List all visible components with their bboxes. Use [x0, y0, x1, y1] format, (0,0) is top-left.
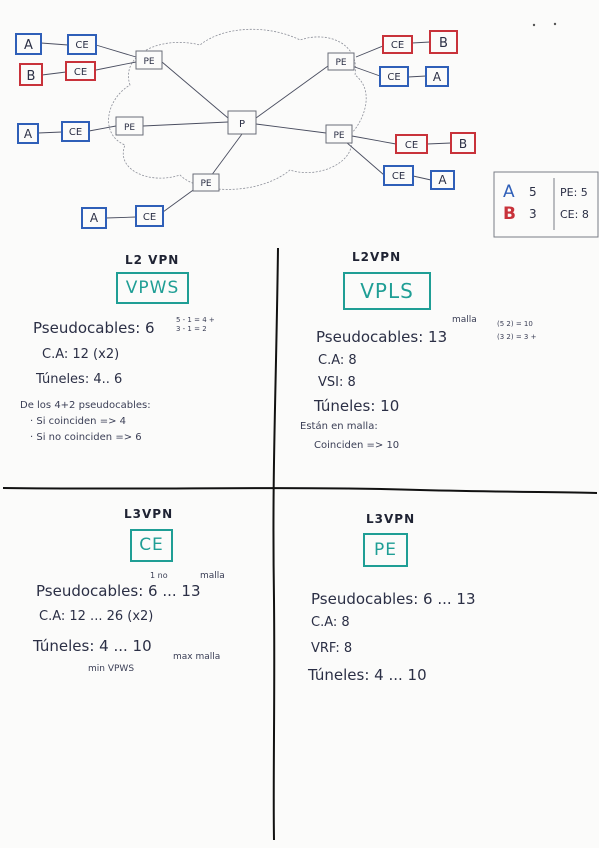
site-a-node [81, 207, 107, 229]
site-a-node [430, 170, 455, 190]
q2-vsi: VSI: 8 [318, 375, 356, 390]
network-cloud [108, 28, 367, 190]
ink-dot [532, 23, 536, 27]
q1-note: · Si no coinciden => 6 [30, 432, 142, 443]
site-a-label: A [90, 211, 99, 225]
q2-heading: L2VPN [352, 250, 402, 264]
site-a-label: A [24, 127, 33, 141]
pe-label: PE [124, 123, 135, 133]
q4-vrf: VRF: 8 [311, 641, 353, 656]
pe-node [327, 52, 355, 71]
links [37, 41, 452, 219]
q2-formula: (5 2) = 10 [497, 320, 533, 328]
q4-tunnels: Túneles: 4 ... 10 [308, 666, 427, 684]
q3-ca: C.A: 12 ... 26 (x2) [39, 609, 154, 624]
ce-node [135, 205, 164, 227]
site-a-label: A [433, 70, 442, 84]
q3-max-label: max malla [173, 652, 221, 662]
q4-ca: C.A: 8 [311, 615, 350, 630]
site-b-node [429, 30, 458, 54]
site-a-node [425, 66, 449, 87]
q3-malla-label: malla [200, 571, 225, 581]
ce-label: CE [405, 140, 418, 151]
q2-note: Están en malla: [300, 421, 378, 432]
q2-ca: C.A: 8 [318, 353, 357, 368]
q3-min-label: min VPWS [88, 664, 135, 674]
pe-node [135, 50, 163, 70]
site-a-label: A [24, 38, 33, 53]
ce-label: CE [69, 127, 82, 138]
legend-a-label: A [503, 182, 515, 202]
pe-node [192, 173, 220, 192]
vertical-divider [272, 247, 279, 841]
ce-label: CE [391, 40, 404, 51]
ce-node [61, 121, 90, 142]
q3-technology-box: CE [130, 529, 173, 562]
q4-technology-box: PE [363, 533, 408, 567]
ce-label: CE [392, 171, 405, 182]
pe-label: PE [200, 179, 211, 189]
legend-b-label: B [503, 204, 516, 224]
q3-pseudocables: Pseudocables: 6 ... 13 [36, 582, 201, 600]
q2-technology-box: VPLS [343, 272, 431, 310]
q2-malla: malla [452, 315, 477, 325]
ce-node [382, 35, 413, 54]
q2-tunnels: Túneles: 10 [314, 397, 400, 415]
ink-dot [553, 22, 557, 26]
horizontal-divider [2, 487, 598, 494]
ce-node [383, 165, 414, 186]
ce-node [65, 61, 96, 81]
q2-pseudocables: Pseudocables: 13 [316, 328, 448, 346]
q2-note: Coinciden => 10 [314, 440, 400, 451]
q2-formula: (3 2) = 3 + [497, 333, 537, 341]
ce-node [67, 34, 97, 55]
site-b-node [450, 132, 476, 154]
legend-ce-count: CE: 8 [560, 208, 589, 221]
q1-tunnels: Túneles: 4.. 6 [36, 372, 123, 387]
ce-label: CE [387, 72, 400, 83]
ce-label: CE [74, 67, 87, 78]
pe-node [115, 116, 144, 136]
q4-heading: L3VPN [366, 512, 416, 526]
q1-pseudocables: Pseudocables: 6 [33, 319, 155, 337]
legend-b-count: 3 [529, 207, 537, 221]
q1-heading: L2 VPN [125, 253, 180, 267]
q1-note: · Si coinciden => 4 [30, 416, 126, 427]
network-diagram: A CE B CE A CE PE PE P PE PE PE CE B CE … [15, 22, 599, 238]
site-b-label: B [459, 137, 467, 151]
legend-a-count: 5 [529, 185, 537, 199]
ce-node [379, 66, 409, 87]
pe-node [325, 124, 353, 144]
site-b-label: B [27, 69, 36, 84]
legend-pe-count: PE: 5 [560, 186, 588, 199]
q1-ca: C.A: 12 (x2) [42, 347, 120, 362]
q1-note: De los 4+2 pseudocables: [20, 400, 151, 411]
site-a-node [17, 123, 39, 144]
site-a-label: A [438, 173, 447, 187]
ce-label: CE [143, 212, 156, 223]
q1-pseudocables-note: 5 - 1 = 4 + [176, 316, 215, 324]
pe-label: PE [333, 131, 344, 141]
p-label: P [239, 119, 245, 130]
q1-pseudocables-note: 3 - 1 = 2 [176, 325, 207, 333]
pe-label: PE [143, 57, 154, 67]
pe-label: PE [335, 58, 346, 68]
site-a-node [15, 33, 42, 55]
ce-node [395, 134, 428, 154]
site-b-node [19, 63, 43, 86]
p-node [227, 110, 257, 135]
ce-label: CE [75, 40, 88, 51]
q3-one-label: 1 no [150, 571, 168, 580]
q1-technology-box: VPWS [116, 272, 189, 304]
q3-tunnels: Túneles: 4 ... 10 [33, 637, 152, 655]
q3-heading: L3VPN [124, 507, 174, 521]
q4-pseudocables: Pseudocables: 6 ... 13 [311, 590, 476, 608]
legend-box [493, 171, 599, 238]
site-b-label: B [439, 36, 448, 51]
